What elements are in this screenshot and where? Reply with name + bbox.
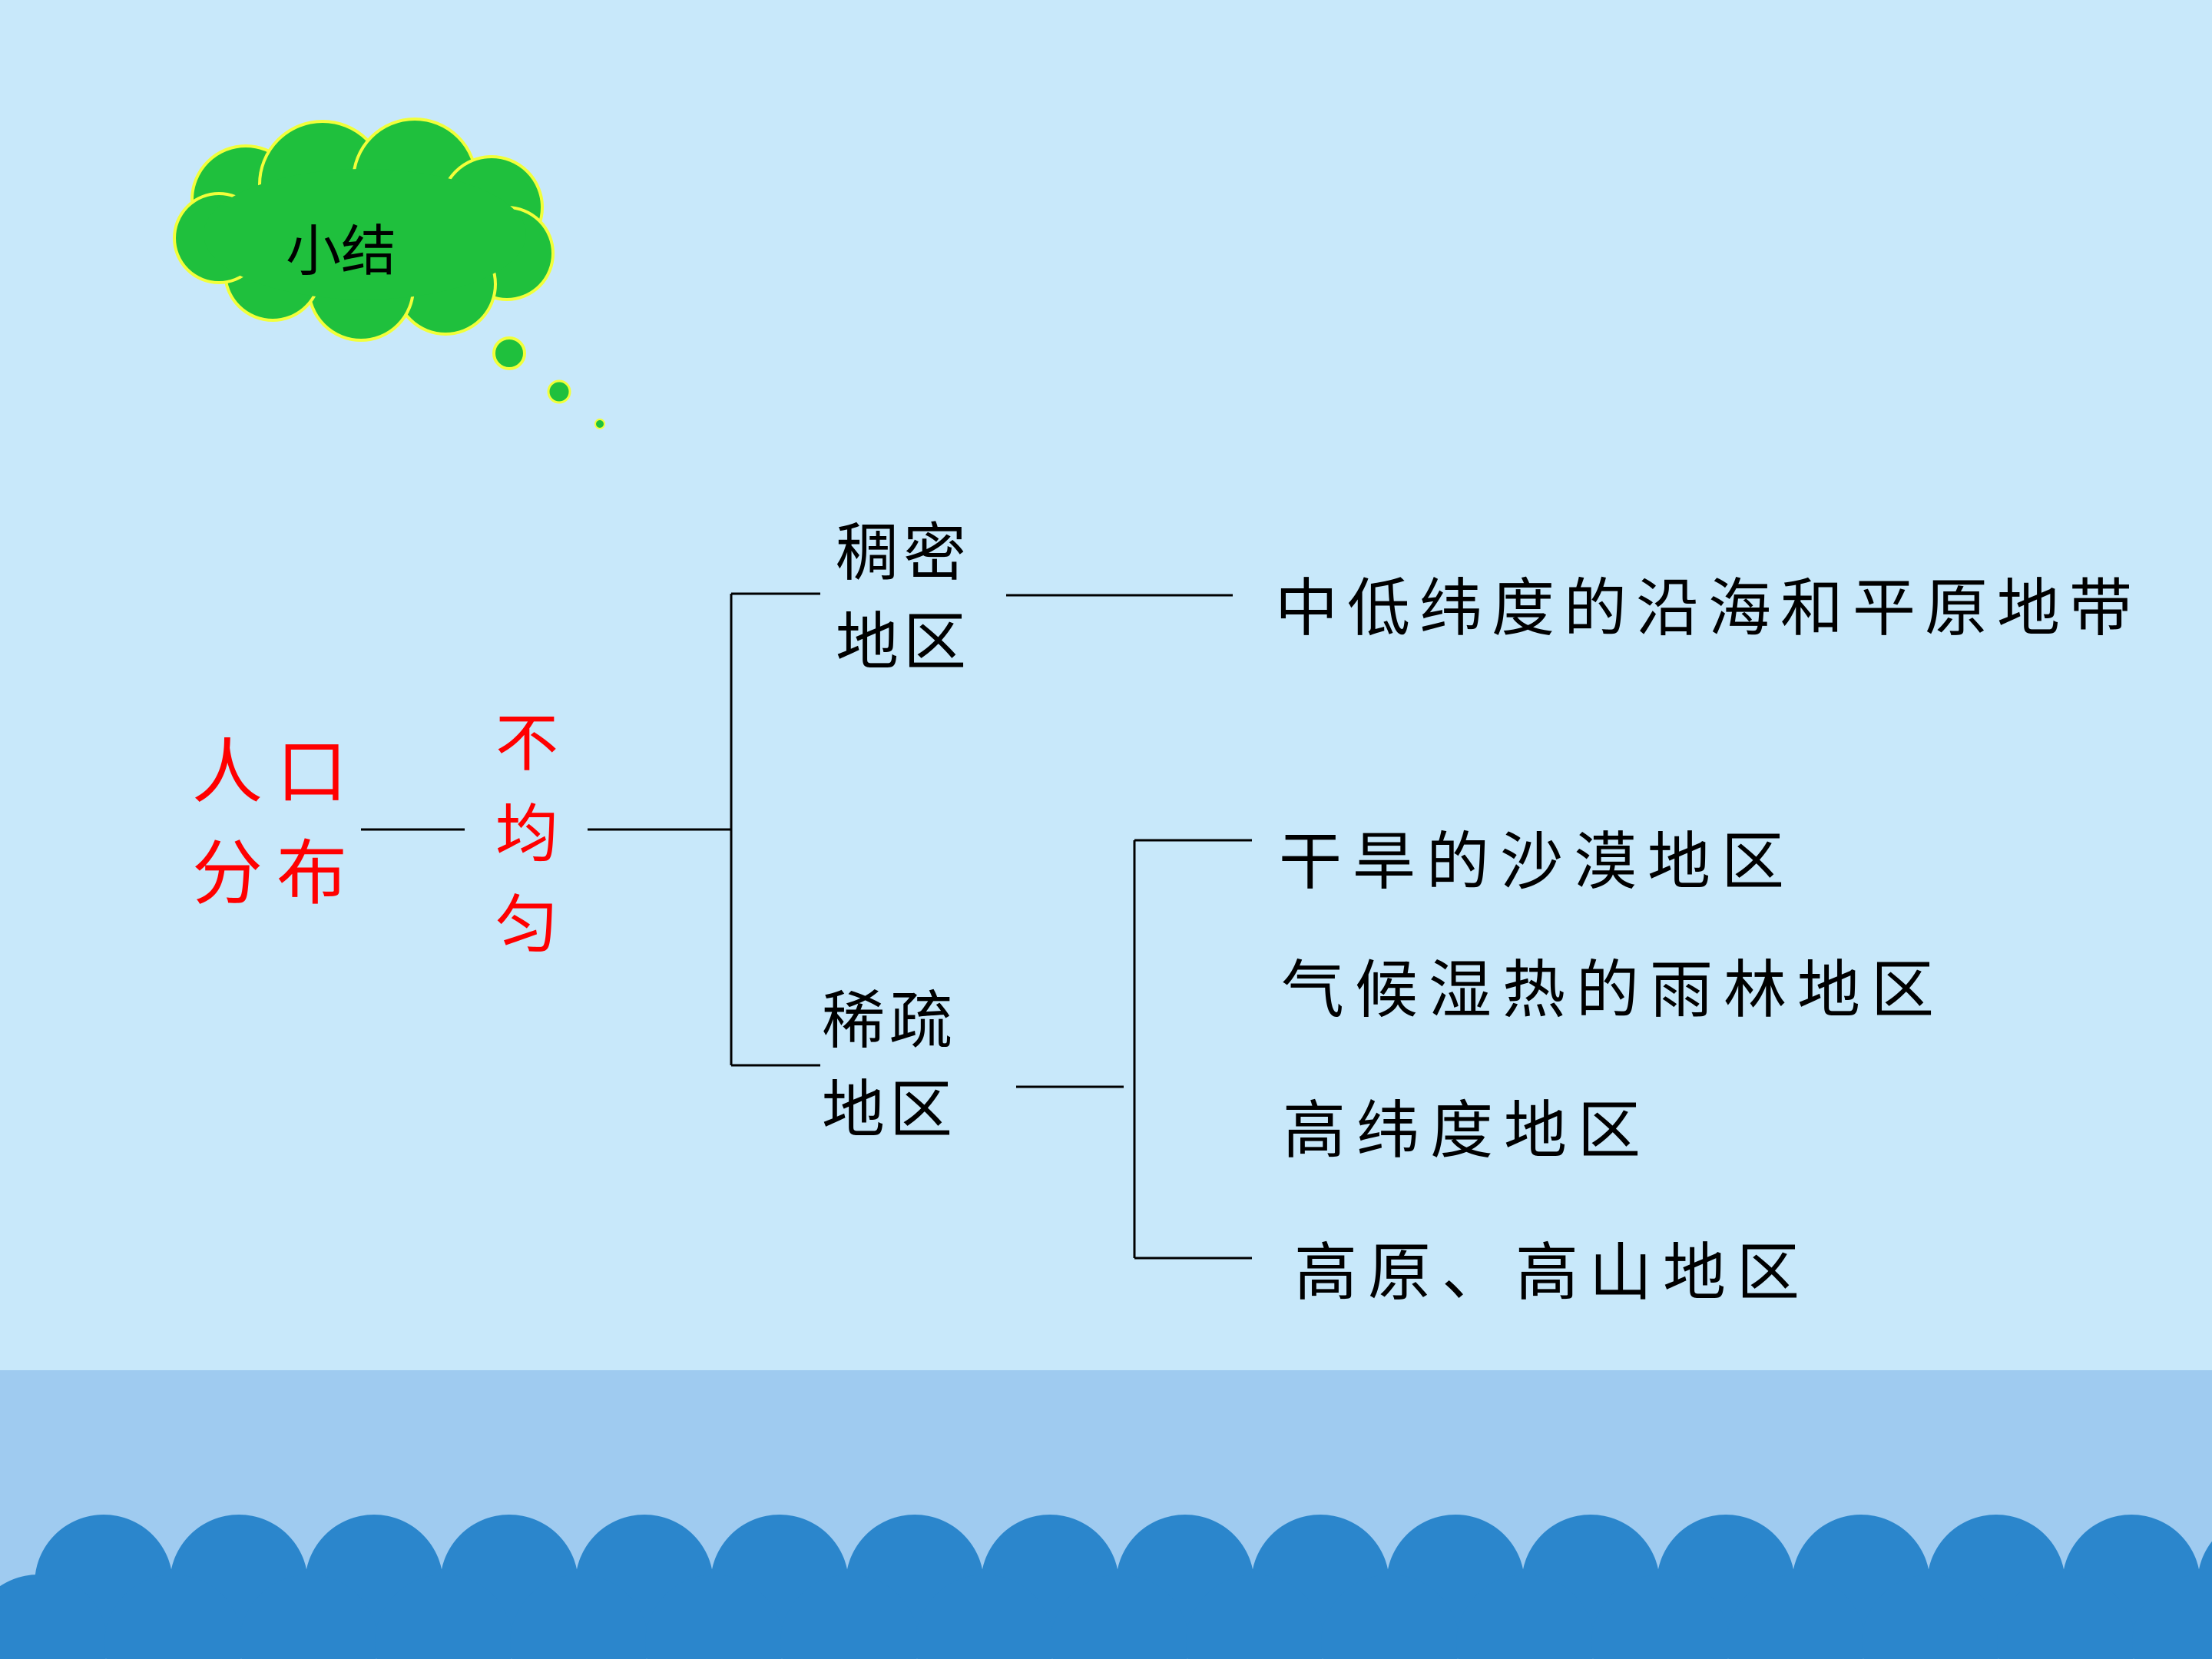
wave-arc-front: [2132, 1575, 2212, 1659]
wave-arc-front: [1186, 1575, 1324, 1659]
wave-arc-front: [1591, 1575, 1730, 1659]
dense-line-2: 地区: [836, 606, 972, 679]
wave-arc-front: [1051, 1575, 1189, 1659]
dense-region: 中低纬度的沿海和平原地带: [1275, 572, 2142, 645]
sparse-node: 稀疏 地区: [822, 977, 957, 1155]
wave-arc-front: [104, 1575, 243, 1659]
wave-arc-front: [0, 1575, 108, 1659]
summary-label: 小结: [286, 219, 397, 283]
wave-arc-front: [1862, 1575, 2000, 1659]
wave-arc-front: [240, 1575, 378, 1659]
dense-line-1: 稠密: [836, 517, 972, 590]
root-node: 人口 分布: [192, 722, 361, 925]
root-line-2: 分布: [192, 833, 362, 915]
wave-arc-front: [1321, 1575, 1459, 1659]
root-line-1: 人口: [192, 731, 362, 813]
trait-node: 不 均 匀: [495, 699, 558, 971]
dense-node: 稠密 地区: [836, 509, 971, 687]
trait-char-3: 匀: [495, 889, 559, 962]
wave-arc-front: [1727, 1575, 1865, 1659]
sparse-line-1: 稀疏: [822, 985, 958, 1058]
sparse-region-2: 气候湿热的雨林地区: [1281, 954, 1945, 1027]
trait-char-2: 均: [495, 798, 559, 871]
sparse-region-1: 干旱的沙漠地区: [1279, 826, 1796, 899]
wave-arc-front: [1997, 1575, 2135, 1659]
wave-arc-front: [916, 1575, 1054, 1659]
wave-arc-front: [780, 1575, 919, 1659]
sparse-region-4: 高原、高山地区: [1294, 1237, 1811, 1310]
sparse-line-2: 地区: [822, 1074, 958, 1147]
thought-dot-large: [492, 336, 526, 370]
thought-dot-medium: [547, 379, 571, 404]
wave-arc-front: [510, 1575, 648, 1659]
thought-dot-small: [594, 419, 605, 429]
wave-arc-front: [375, 1575, 513, 1659]
sparse-region-3: 高纬度地区: [1283, 1094, 1652, 1167]
trait-char-1: 不: [495, 707, 559, 780]
wave-arc-front: [1456, 1575, 1594, 1659]
wave-arc-front: [645, 1575, 783, 1659]
